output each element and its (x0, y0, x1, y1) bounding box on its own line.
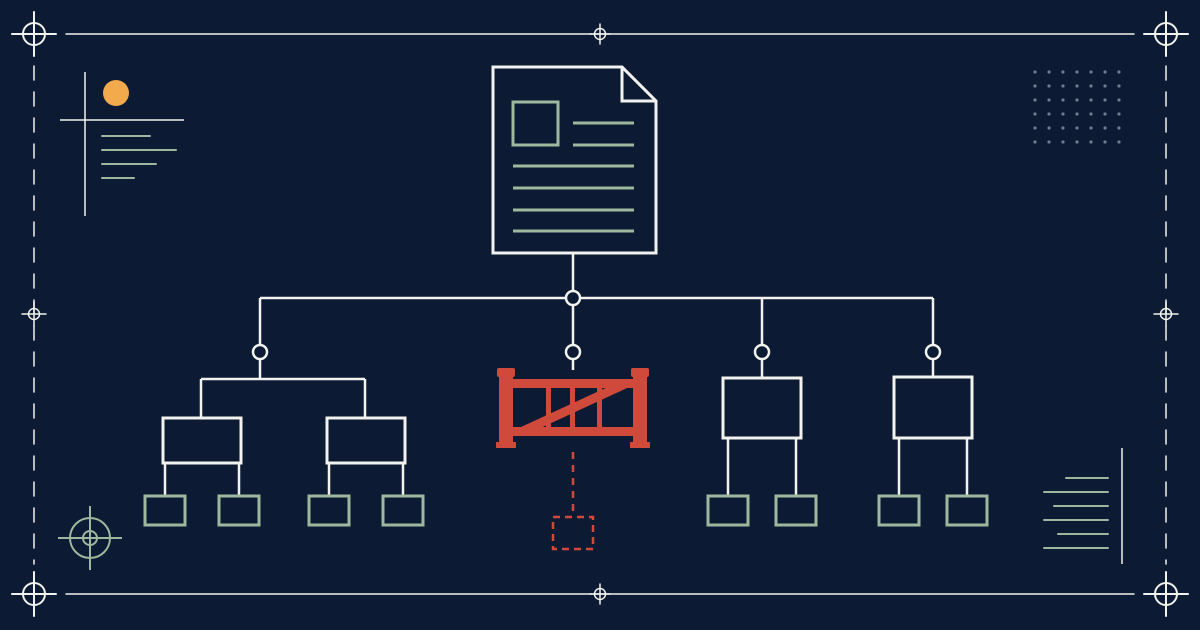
target-icon (58, 506, 122, 570)
grid-dot (1117, 70, 1121, 74)
grid-dot (1103, 112, 1107, 116)
junction-nodes (251, 289, 942, 361)
gate-post-left-cap (497, 368, 515, 377)
junction-branch-1 (251, 343, 269, 361)
junction-branch-2 (564, 343, 582, 361)
junction-branch-3 (753, 343, 771, 361)
grid-dot (1117, 126, 1121, 130)
leaf-node (945, 494, 989, 527)
leaf-node (143, 494, 187, 527)
gate-picket (597, 385, 602, 429)
grid-dot (1033, 98, 1037, 102)
gate-brace (519, 379, 627, 437)
grid-dot (1103, 126, 1107, 130)
grid-dot (1075, 84, 1079, 88)
crosshair-right-mid-icon (1153, 301, 1179, 327)
leaf-node (217, 494, 261, 527)
decor-br-lines (1043, 477, 1109, 549)
grid-dot (1047, 84, 1051, 88)
junction-branch-4 (924, 343, 942, 361)
grid-dot (1075, 140, 1079, 144)
folder-node-1a (161, 416, 243, 465)
folder-node-3 (721, 376, 803, 440)
grid-dot (1061, 70, 1065, 74)
crosshair-left-mid-icon (21, 301, 47, 327)
grid-dot (1075, 126, 1079, 130)
grid-dot (1075, 70, 1079, 74)
tree-connectors (163, 253, 969, 496)
grid-dot (1047, 70, 1051, 74)
folder-nodes (161, 375, 974, 465)
grid-dot (1075, 112, 1079, 116)
grid-dot (1075, 98, 1079, 102)
grid-dot (1103, 84, 1107, 88)
grid-dot (1047, 112, 1051, 116)
gate-post-left (499, 376, 513, 446)
document-image-placeholder (511, 100, 560, 147)
gate-post-right (633, 376, 647, 446)
grid-dot (1047, 140, 1051, 144)
document-fold (620, 67, 656, 103)
folder-node-4 (892, 375, 974, 440)
crosshair-bottom-left-icon (11, 571, 57, 617)
grid-dot (1033, 70, 1037, 74)
leaf-node (774, 494, 818, 527)
crosshair-bottom-right-icon (1143, 571, 1189, 617)
junction-root (564, 289, 582, 307)
leaf-node (381, 494, 425, 527)
dot-grid (1033, 70, 1121, 144)
crosshair-top-left-icon (11, 11, 57, 57)
grid-dot (1103, 70, 1107, 74)
document-text-lines (513, 121, 634, 233)
crosshair-top-right-icon (1143, 11, 1189, 57)
grid-dot (1103, 98, 1107, 102)
grid-dot (1117, 112, 1121, 116)
crosshair-top-mid-icon (589, 23, 611, 45)
leaf-node (307, 494, 351, 527)
document-icon (491, 65, 658, 255)
grid-dot (1061, 140, 1065, 144)
gate-icon (496, 368, 650, 448)
document-outline (491, 65, 658, 255)
grid-dot (1089, 140, 1093, 144)
grid-dot (1089, 126, 1093, 130)
grid-dot (1033, 126, 1037, 130)
grid-dot (1103, 140, 1107, 144)
grid-dot (1047, 126, 1051, 130)
sun-icon (103, 80, 129, 106)
leaf-node (706, 494, 750, 527)
sun-note-decor (60, 72, 184, 216)
crosshair-bottom-mid-icon (589, 583, 611, 605)
grid-dot (1033, 84, 1037, 88)
placeholder-leaf (551, 515, 595, 551)
leaf-node (877, 494, 921, 527)
grid-dot (1089, 98, 1093, 102)
gate-post-right-cap (631, 368, 649, 377)
gate-post-right-base (630, 442, 650, 448)
decor-tl-text-lines (101, 135, 177, 179)
leaf-nodes (143, 494, 989, 527)
grid-dot (1047, 98, 1051, 102)
gate-post-left-base (496, 442, 516, 448)
grid-dot (1089, 70, 1093, 74)
gate-rail-bottom (513, 427, 633, 436)
grid-dot (1117, 140, 1121, 144)
grid-dot (1117, 84, 1121, 88)
grid-dot (1061, 98, 1065, 102)
grid-dot (1061, 112, 1065, 116)
grid-dot (1117, 98, 1121, 102)
crosshair-frame (11, 11, 1189, 617)
grid-dot (1033, 140, 1037, 144)
gate-picket (546, 385, 551, 429)
folder-node-1b (325, 416, 407, 465)
text-lines (1043, 448, 1123, 564)
grid-dot (1061, 126, 1065, 130)
grid-dot (1089, 112, 1093, 116)
grid-dot (1033, 112, 1037, 116)
grid-dot (1089, 84, 1093, 88)
gate-rail-top (513, 379, 633, 388)
grid-dot (1061, 84, 1065, 88)
